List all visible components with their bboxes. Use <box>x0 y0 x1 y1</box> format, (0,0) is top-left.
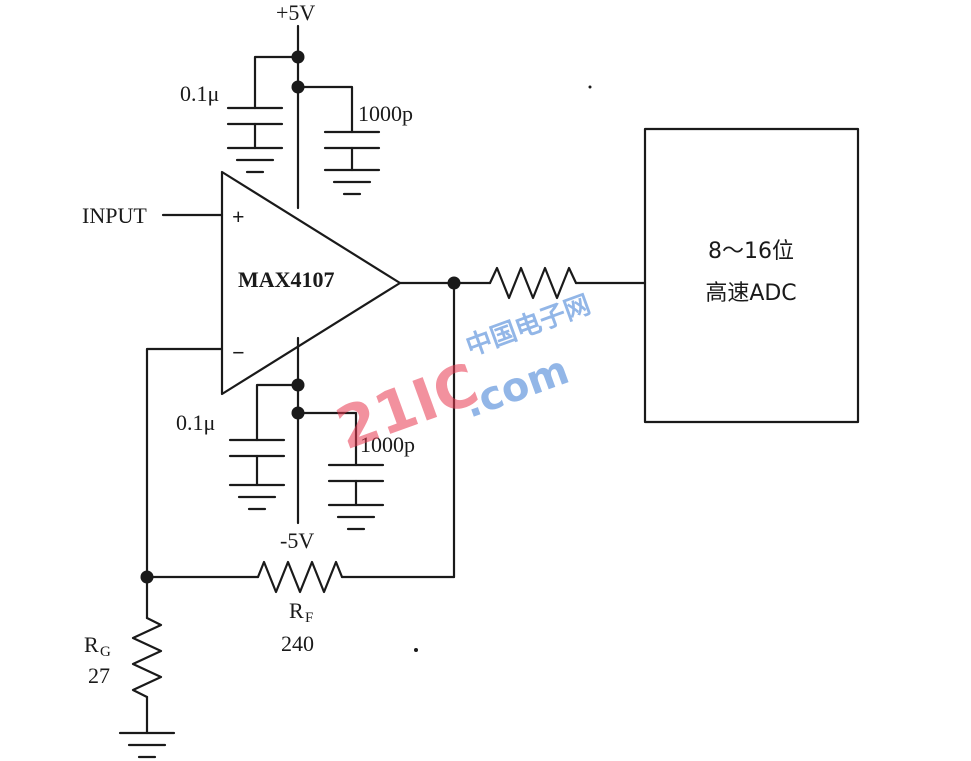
negative-supply <box>291 336 305 525</box>
adc-block <box>643 127 860 424</box>
rf-letter: R <box>289 598 304 623</box>
rg-subscript: G <box>100 644 111 660</box>
scan-speck <box>414 648 418 652</box>
ground-symbol <box>327 503 385 531</box>
rg-value: 27 <box>88 663 110 688</box>
rf-subscript: F <box>305 610 313 626</box>
capacitor-bottom-right <box>296 411 385 507</box>
ground-symbol <box>118 731 176 759</box>
adc-label-line2: 高速ADC <box>705 281 796 306</box>
resistor-rf <box>256 560 344 594</box>
ground-symbol <box>226 146 284 174</box>
adc-label-line1: 8～16位 <box>708 239 794 264</box>
capacitor-bottom-left <box>228 383 300 487</box>
cap-top-left-label: 0.1μ <box>180 81 219 106</box>
vminus-label: -5V <box>280 528 314 553</box>
cap-top-right-label: 1000p <box>358 101 413 126</box>
capacitor-top-right <box>296 85 381 172</box>
opamp-name: MAX4107 <box>238 267 335 292</box>
ground-symbol <box>323 168 381 196</box>
series-resistor <box>488 266 578 300</box>
cap-bottom-left-label: 0.1μ <box>176 410 215 435</box>
opamp-triangle <box>220 170 402 396</box>
feedback-network <box>140 281 456 594</box>
watermark-cn: 中国电子网 <box>462 290 594 363</box>
scan-speck <box>588 85 592 89</box>
input-label: INPUT <box>82 203 147 228</box>
output-wire <box>398 266 647 300</box>
positive-supply <box>291 24 305 210</box>
opamp-minus-sign: − <box>232 340 245 365</box>
inverting-input-wire <box>145 347 224 579</box>
watermark-logo: 中国电子网 21IC .com <box>328 290 595 463</box>
resistor-rg <box>131 575 163 735</box>
opamp-plus-sign: + <box>232 204 245 229</box>
cap-bottom-right-label: 1000p <box>360 432 415 457</box>
ground-symbol <box>228 483 286 511</box>
rf-value: 240 <box>281 631 314 656</box>
capacitor-top-left <box>226 55 300 150</box>
rg-letter: R <box>84 632 99 657</box>
vplus-label: +5V <box>276 0 315 25</box>
